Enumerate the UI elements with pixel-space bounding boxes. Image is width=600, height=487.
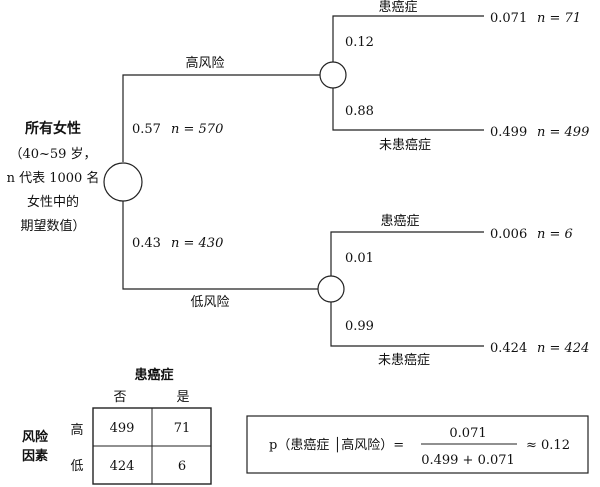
table-row-title-2: 因素 [22,448,48,464]
table-cell-low-no: 424 [110,459,135,474]
formula-lhs: p（患癌症 │高风险）= [269,436,404,453]
low-risk-n: n = 430 [171,236,223,251]
edge-root-low [122,201,318,290]
low-cancer-value: 0.006 [490,227,527,242]
edge-high-cancer [332,15,484,62]
table-col-no: 否 [113,390,126,405]
contingency-table: 患癌症 否 是 风险 因素 高 低 499 71 424 6 [22,367,212,485]
high-risk-n: n = 570 [171,122,223,137]
high-cancer-value: 0.071 [490,11,527,26]
tree-edges [122,15,484,347]
high-cancer-prob: 0.12 [345,35,374,50]
root-desc-line-1: （40~59 岁， [9,147,96,162]
edge-high-no-cancer [332,88,484,131]
edge-low-no-cancer [330,302,484,347]
root-desc-line-4: 期望数值） [20,218,85,234]
root-label: 所有女性 （40~59 岁， n 代表 1000 名 女性中的 期望数值） [7,120,100,234]
root-desc-line-3: 女性中的 [27,194,79,210]
table-row-low: 低 [70,459,83,474]
formula-numerator: 0.071 [449,426,486,441]
table-cell-high-yes: 71 [174,421,191,436]
high-risk-node [319,61,347,89]
high-risk-label: 高风险 [185,55,224,71]
root-desc-line-2: n 代表 1000 名 [7,170,100,186]
formula-result: ≈ 0.12 [526,438,570,453]
low-risk-label: 低风险 [190,295,229,310]
low-no-cancer-n: n = 424 [537,341,589,356]
formula-denominator: 0.499 + 0.071 [421,453,515,468]
high-no-cancer-n: n = 499 [537,125,589,140]
table-column-title: 患癌症 [134,367,173,383]
high-cancer-label: 患癌症 [378,0,417,15]
edge-low-cancer [330,231,484,276]
formula-border [246,415,589,474]
low-cancer-prob: 0.01 [345,251,374,266]
high-no-cancer-value: 0.499 [490,125,527,140]
high-no-cancer-label: 未患癌症 [379,137,431,153]
high-no-cancer-prob: 0.88 [345,104,374,119]
root-node [103,162,143,202]
low-risk-node [317,275,345,303]
edge-root-high [122,74,320,162]
low-no-cancer-label: 未患癌症 [378,352,430,368]
low-no-cancer-prob: 0.99 [345,319,374,334]
table-row-high: 高 [70,422,83,438]
low-cancer-label: 患癌症 [380,213,419,229]
high-cancer-n: n = 71 [537,11,581,26]
low-risk-prob: 0.43 [132,236,161,251]
table-cell-high-no: 499 [110,421,135,436]
low-cancer-n: n = 6 [537,227,573,242]
high-risk-prob: 0.57 [132,122,161,137]
root-title: 所有女性 [25,120,81,137]
table-cell-low-yes: 6 [178,459,186,474]
table-col-yes: 是 [176,390,189,405]
table-row-title-1: 风险 [22,429,49,445]
low-no-cancer-value: 0.424 [490,341,527,356]
formula-box: p（患癌症 │高风险）= 0.071 0.499 + 0.071 ≈ 0.12 [246,415,589,474]
